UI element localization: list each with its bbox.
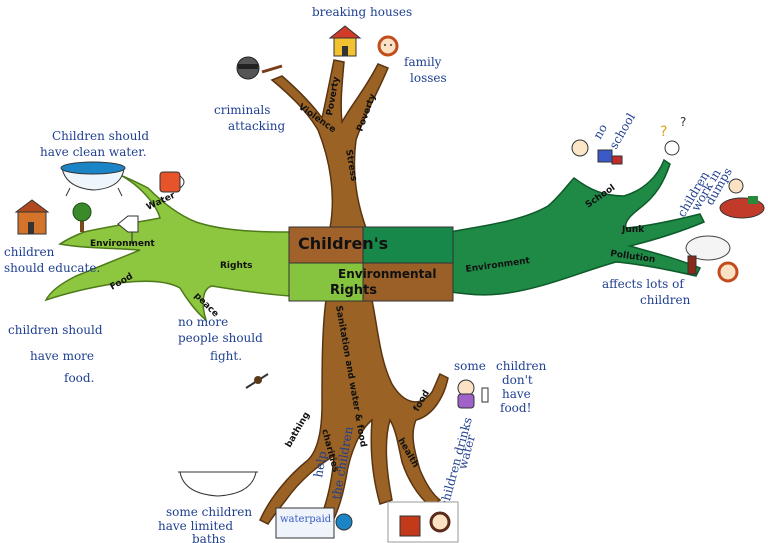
center-title-line2: Environmental: [338, 267, 437, 281]
school-building-icon: [14, 199, 50, 235]
note-educate-1: children: [4, 245, 55, 259]
left-branch: [44, 175, 291, 323]
note-educate-2: should educate.: [4, 261, 100, 275]
center-title-line1: Children's: [298, 234, 388, 253]
junk-pile-icon: [719, 178, 765, 219]
factory-smoke-icon: [685, 235, 731, 275]
label-environment-left: Environment: [90, 239, 155, 249]
waterpaid-label: waterpaid: [280, 514, 332, 525]
note-no-food-5: food!: [500, 401, 531, 415]
svg-text:?: ?: [660, 124, 667, 140]
bottom-bathtub-icon: [178, 471, 258, 497]
note-no-food-2: children: [496, 359, 547, 373]
note-no-food-3: don't: [502, 373, 533, 387]
center-block: Children's Environmental Rights: [288, 226, 454, 302]
note-family-losses-1: family: [404, 55, 442, 69]
bottom-roots: [259, 299, 449, 527]
sad-face-icon: [571, 139, 589, 157]
note-baths-3: baths: [192, 532, 226, 543]
label-bathing: bathing: [284, 411, 312, 450]
mug-icon: [159, 171, 185, 193]
crying-face-icon: [377, 35, 399, 57]
svg-text:?: ?: [680, 115, 686, 129]
note-help-1: help: [311, 450, 329, 479]
fight-icon: [245, 373, 269, 389]
bathtub-icon: [60, 161, 126, 197]
waterpaid-drawing-icon: waterpaid: [275, 507, 353, 539]
note-breaking-houses: breaking houses: [312, 5, 412, 19]
note-no-school-2: school: [606, 111, 638, 152]
tree: [44, 59, 706, 527]
note-family-losses-2: losses: [410, 71, 447, 85]
house-drawing-icon: [328, 25, 362, 57]
note-no-fight-2: people should: [178, 331, 263, 345]
note-no-fight-1: no more: [178, 315, 228, 329]
center-cell-brown-bottom: [362, 262, 454, 302]
baby-icon: [457, 379, 489, 409]
note-more-food-3: food.: [64, 371, 94, 385]
cup-person-icon: [387, 501, 459, 543]
criminal-icon: [236, 56, 283, 80]
note-baths-1: some children: [166, 505, 252, 519]
note-affects-2: children: [640, 293, 691, 307]
note-more-food-2: have more: [30, 349, 94, 363]
label-rights-left: Rights: [220, 261, 253, 271]
right-branch: [449, 158, 706, 296]
small-tree-icon: [72, 202, 92, 232]
note-clean-water-1: Children should: [52, 129, 149, 143]
note-affects-1: affects lots of: [602, 277, 685, 291]
note-criminals-1: criminals: [214, 103, 270, 117]
note-clean-water-2: have clean water.: [40, 145, 147, 159]
top-trunk: [270, 59, 389, 229]
signpost-icon: [117, 215, 139, 244]
question-marks-icon: ? ?: [660, 115, 686, 156]
note-no-school-1: no: [590, 122, 610, 142]
label-junk: Junk: [621, 225, 645, 235]
center-cell-brown-top: [288, 226, 364, 264]
note-criminals-2: attacking: [228, 119, 286, 133]
note-baths-2: have limited: [158, 519, 233, 533]
note-no-food-1: some: [454, 359, 486, 373]
note-no-fight-3: fight.: [210, 349, 242, 363]
center-title-line3: Rights: [330, 283, 377, 298]
books-icon: [597, 149, 623, 165]
sick-face-icon: [717, 261, 739, 283]
note-no-food-4: have: [502, 387, 531, 401]
note-more-food-1: children should: [8, 323, 103, 337]
drawings: ? ?: [14, 25, 765, 543]
